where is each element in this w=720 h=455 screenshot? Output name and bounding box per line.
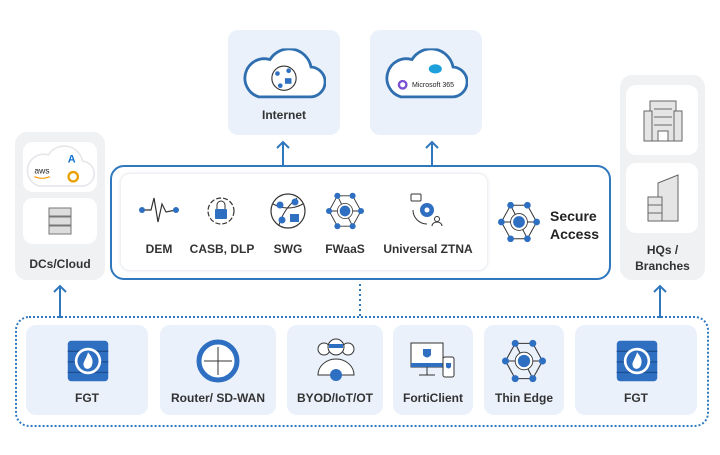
cloud-providers-icon: aws A (26, 145, 95, 187)
edge-label: Thin Edge (495, 391, 553, 405)
service-casb-dlp: CASB, DLP (189, 242, 255, 256)
svg-text:A: A (68, 154, 76, 166)
hq-card (626, 85, 698, 155)
secure-access-title: Secure Access (550, 208, 600, 242)
hex-network-fire-icon (326, 192, 364, 230)
cloud-providers-card: aws A (23, 142, 97, 192)
firewall-icon (66, 339, 110, 383)
dotted-connector (359, 284, 361, 316)
cloud-server-card (23, 198, 97, 244)
arrow-to-saas (425, 140, 439, 166)
devices-shield-icon (410, 342, 455, 378)
svg-text:aws: aws (34, 166, 49, 176)
edges-frame (15, 316, 709, 427)
gear-lock-icon (207, 197, 235, 225)
saas-card: Microsoft 365 (370, 30, 482, 135)
service-dem: DEM (145, 242, 173, 256)
branch-card (626, 163, 698, 233)
edge-byod: BYOD/IoT/OT (287, 325, 383, 415)
cloud-globe-lock-icon (242, 48, 326, 100)
dcs-cloud-label: DCs/Cloud (29, 257, 91, 271)
gear-user-icon (410, 193, 443, 227)
branch-building-icon (647, 174, 679, 222)
secure-access-frame: DEM CASB, DLP SWG FWaaS Universal ZTNA S… (110, 165, 611, 280)
dcs-cloud-panel: aws A DCs/Cloud (15, 132, 105, 280)
edge-fgt-right: FGT (575, 325, 697, 415)
edge-label: BYOD/IoT/OT (297, 391, 373, 405)
hex-cloud-icon (498, 201, 540, 243)
cloud-saas-icon (384, 48, 468, 100)
globe-lock-icon (270, 193, 306, 229)
users-icon (317, 338, 355, 381)
service-universal-ztna: Universal ZTNA (383, 242, 473, 256)
services-box: DEM CASB, DLP SWG FWaaS Universal ZTNA (120, 173, 488, 271)
arrow-to-internet (276, 140, 290, 166)
edge-thin-edge: Thin Edge (484, 325, 564, 415)
router-icon (196, 339, 240, 383)
cloud-server-icon (48, 207, 72, 235)
waveform-icon (139, 197, 179, 223)
service-swg: SWG (273, 242, 303, 256)
service-fwaas: FWaaS (325, 242, 365, 256)
arrow-to-dcs (53, 284, 67, 318)
microsoft-365-logo: Microsoft 365 (412, 82, 455, 89)
internet-label: Internet (261, 108, 306, 122)
firewall-icon (615, 339, 659, 383)
arrow-to-hqs (653, 284, 667, 318)
edge-forticlient: FortiClient (393, 325, 473, 415)
internet-card: Internet (228, 30, 340, 135)
edge-label: FortiClient (403, 391, 463, 405)
hex-cloud-icon (502, 339, 546, 383)
office-building-icon (643, 100, 683, 142)
edge-label: FGT (624, 391, 648, 405)
edge-fgt-left: FGT (26, 325, 148, 415)
hqs-branches-label: HQs / Branches (635, 243, 690, 273)
edge-label: FGT (75, 391, 99, 405)
hqs-branches-panel: HQs / Branches (620, 75, 705, 280)
edge-label: Router/ SD-WAN (171, 391, 265, 405)
edge-router: Router/ SD-WAN (160, 325, 276, 415)
